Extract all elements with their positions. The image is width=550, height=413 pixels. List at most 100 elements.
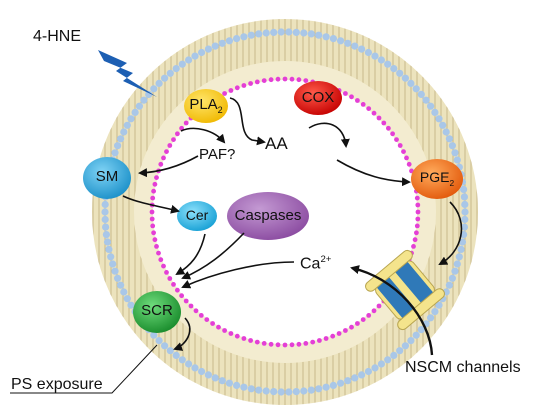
outer-lipid-head [344,377,352,385]
scr-node [133,291,181,333]
outer-lipid-head [307,386,315,394]
outer-lipid-head [161,74,169,82]
outer-lipid-head [358,45,366,53]
inner-lipid-head [151,188,157,194]
inner-lipid-head [317,338,322,343]
inner-lipid-head [149,216,155,222]
inner-lipid-head [175,131,180,137]
aa-label: AA [265,134,288,153]
outer-lipid-head [127,301,135,309]
outer-lipid-head [185,56,193,64]
outer-lipid-head [371,364,379,372]
outer-lipid-head [315,31,323,39]
inner-lipid-head [414,223,420,229]
outer-lipid-head [292,388,300,396]
inner-lipid-head [386,125,391,131]
arrow-cer-to-scr [175,233,206,276]
outer-lipid-head [172,351,180,359]
outer-lipid-head [120,128,128,136]
inner-lipid-head [360,317,366,322]
outer-lipid-head [211,42,219,50]
inner-lipid-head [336,331,342,336]
arrow-scr-to-ps [173,317,191,351]
outer-lipid-head [461,200,469,209]
outer-lipid-head [401,74,409,82]
cer-node [177,201,217,231]
inner-lipid-head [183,298,189,304]
outer-lipid-head [439,121,447,129]
sm-label: SM [95,168,119,185]
outer-lipid-head [427,102,435,110]
outer-lipid-head [120,288,128,296]
outer-lipid-head [204,45,212,53]
outer-lipid-head [270,28,278,36]
inner-lipid-head [412,237,418,243]
outer-lipid-head [460,223,468,231]
outer-lipid-head [351,42,359,50]
outer-lipid-head [285,388,293,396]
inner-lipid-head [394,137,399,143]
outer-lipid-head [315,385,323,393]
pla2-node [184,89,228,123]
inner-lipid-head [296,341,302,347]
inner-lipid-head [152,237,158,243]
outer-lipid-head [422,96,430,104]
inner-lipid-head [228,331,234,336]
arrow-pla2-to-paf [180,127,226,144]
inner-lipid-head [282,342,288,348]
outer-lipid-head [384,60,392,68]
outer-lipid-head [101,215,109,224]
outer-lipid-head [155,79,163,87]
inner-lipid-head [376,303,382,309]
inner-lipid-head [355,321,360,326]
inner-lipid-head [175,287,180,293]
outer-lipid-head [458,238,467,246]
outer-lipid-head [445,281,453,289]
inner-lipid-head [296,77,302,83]
inner-lipid-head [234,85,240,91]
outer-lipid-head [384,356,392,364]
arrow-ca-to-scr [181,261,295,289]
inner-lipid-head [414,195,420,201]
inner-lipid-head [248,81,254,86]
outer-lipid-head [417,90,425,98]
ps-exposure-label: PS exposure [11,376,103,393]
outer-lipid-head [396,69,404,77]
caspases-node [227,192,309,240]
inner-lipid-head [349,94,354,100]
inner-lipid-head [406,161,412,167]
outer-lipid-head [445,135,453,143]
outer-lipid-head [277,28,285,36]
inner-lipid-head [222,328,228,333]
outer-lipid-head [185,360,193,368]
inner-lipid-head [376,115,382,121]
outer-lipid-head [211,374,219,382]
inner-lipid-head [158,161,164,167]
outer-lipid-head [435,115,443,123]
outer-lipid-head [114,142,122,150]
outer-lipid-head [155,337,163,345]
inner-lipid-head [366,106,372,111]
arrow-caspases-to-scr [181,232,245,280]
outer-lipid-head [457,245,465,253]
inner-lipid-head [228,88,234,93]
arrow-sm-to-cer [122,195,180,214]
outer-lipid-head [300,29,308,37]
outer-lipid-head [364,48,372,57]
outer-lipid-head [117,135,125,143]
inner-lipid-head [161,263,166,269]
inner-lipid-head [167,143,173,148]
outer-lipid-head [322,33,330,41]
outer-lipid-head [225,379,233,387]
arrow-channel-to-ca [350,265,434,356]
arrow-pla2-to-aa [229,97,266,146]
inner-lipid-head [371,110,377,116]
outer-lipid-head [451,267,459,275]
outer-lipid-head [431,108,439,116]
outer-lipid-head [240,383,248,391]
outer-lipid-head [364,367,372,376]
inner-lipid-head [241,83,247,88]
inner-lipid-head [404,155,409,161]
outer-lipid-head [351,374,359,382]
